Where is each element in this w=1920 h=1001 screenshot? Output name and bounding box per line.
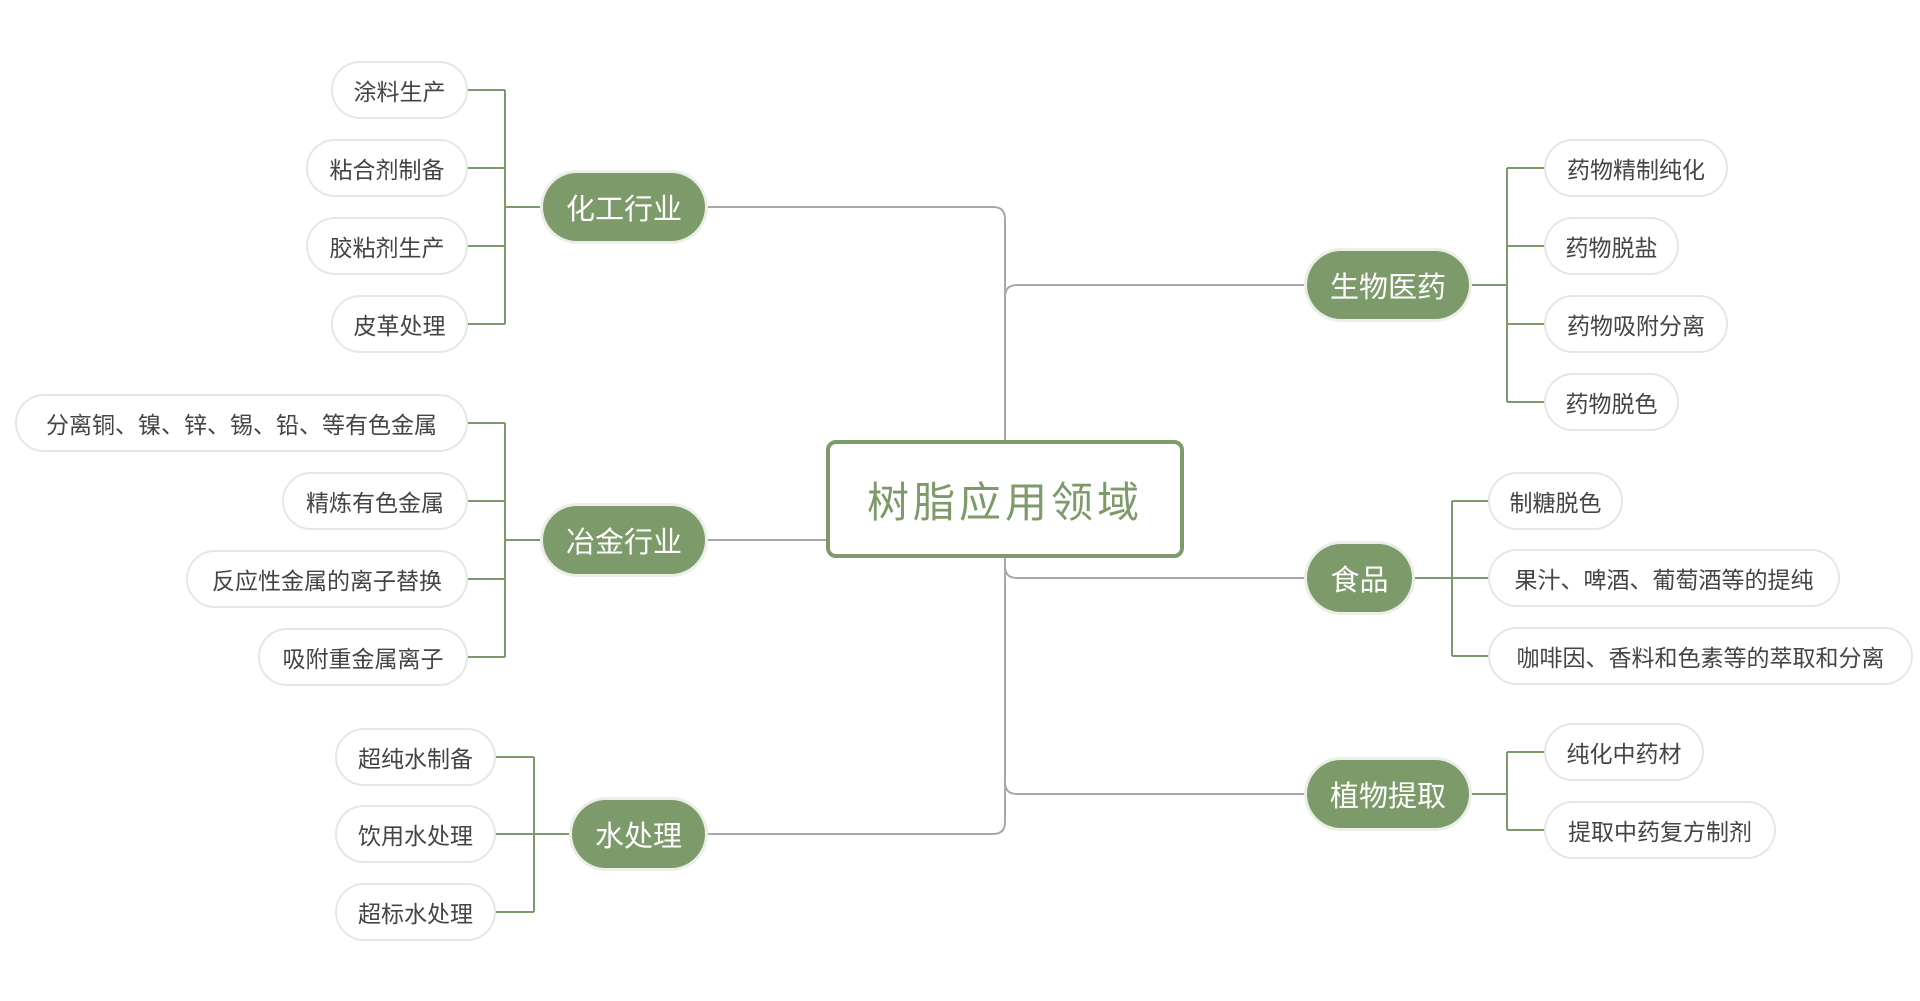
leaf-food-2[interactable]: 果汁、啤酒、葡萄酒等的提纯 xyxy=(1488,549,1840,607)
branch-metallurgy[interactable]: 冶金行业 xyxy=(543,506,705,574)
edge-chemical-leaves xyxy=(468,89,505,325)
branch-water[interactable]: 水处理 xyxy=(572,800,705,868)
leaf-metallurgy-2[interactable]: 精炼有色金属 xyxy=(282,472,468,530)
edge-plant-leaves xyxy=(1507,751,1544,831)
edge-plant-bus xyxy=(1469,752,1508,830)
leaf-biomed-2[interactable]: 药物脱盐 xyxy=(1544,217,1679,275)
branch-food[interactable]: 食品 xyxy=(1307,544,1412,612)
leaf-plant-1[interactable]: 纯化中药材 xyxy=(1544,723,1704,781)
edge-water-leaves xyxy=(496,756,534,913)
leaf-food-3[interactable]: 咖啡因、香料和色素等的萃取和分离 xyxy=(1488,627,1913,685)
leaf-biomed-3[interactable]: 药物吸附分离 xyxy=(1544,295,1728,353)
leaf-chemical-3[interactable]: 胶粘剂生产 xyxy=(306,217,468,275)
edge-food-bus xyxy=(1412,501,1453,656)
edge-root-chemical xyxy=(705,206,1006,440)
edge-food-leaves xyxy=(1452,500,1488,657)
leaf-metallurgy-4[interactable]: 吸附重金属离子 xyxy=(258,628,468,686)
leaf-water-2[interactable]: 饮用水处理 xyxy=(335,805,496,863)
branch-plant[interactable]: 植物提取 xyxy=(1307,760,1469,828)
leaf-metallurgy-3[interactable]: 反应性金属的离子替换 xyxy=(186,550,468,608)
branch-chemical[interactable]: 化工行业 xyxy=(543,173,705,241)
edge-metallurgy-leaves xyxy=(468,422,505,658)
leaf-metallurgy-1[interactable]: 分离铜、镍、锌、锡、铅、等有色金属 xyxy=(15,394,468,452)
edge-biomed-leaves xyxy=(1507,167,1544,403)
edge-metallurgy-bus xyxy=(504,423,543,657)
leaf-chemical-1[interactable]: 涂料生产 xyxy=(331,61,468,119)
edge-chemical-bus xyxy=(504,90,543,324)
leaf-biomed-1[interactable]: 药物精制纯化 xyxy=(1544,139,1728,197)
edge-biomed-bus xyxy=(1469,168,1508,402)
edge-root-food xyxy=(1004,558,1307,579)
branch-biomed[interactable]: 生物医药 xyxy=(1307,251,1469,319)
edge-root-water xyxy=(705,558,1006,835)
edge-root-plant xyxy=(1004,558,1307,795)
leaf-biomed-4[interactable]: 药物脱色 xyxy=(1544,373,1679,431)
edge-water-bus xyxy=(533,757,572,912)
leaf-food-1[interactable]: 制糖脱色 xyxy=(1488,472,1623,530)
edge-root-biomed xyxy=(1004,284,1307,440)
leaf-water-1[interactable]: 超纯水制备 xyxy=(335,728,496,786)
leaf-chemical-2[interactable]: 粘合剂制备 xyxy=(306,139,468,197)
leaf-chemical-4[interactable]: 皮革处理 xyxy=(331,295,468,353)
leaf-plant-2[interactable]: 提取中药复方制剂 xyxy=(1544,801,1776,859)
leaf-water-3[interactable]: 超标水处理 xyxy=(335,883,496,941)
root-node[interactable]: 树脂应用领域 xyxy=(826,440,1184,558)
